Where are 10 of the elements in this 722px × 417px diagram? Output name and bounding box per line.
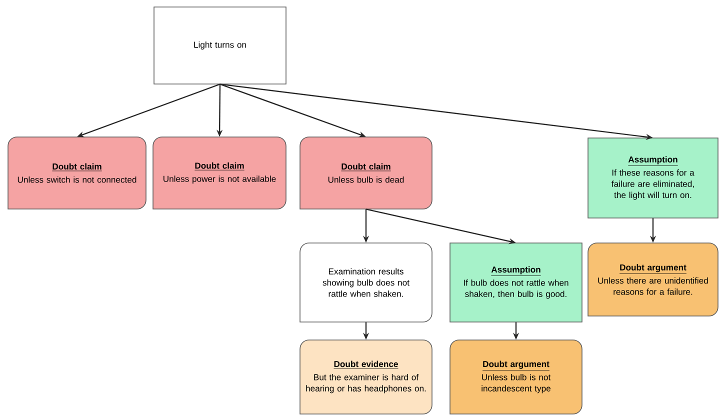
- claim-box: Doubt claim Unless bulb is dead: [300, 136, 432, 210]
- evidence-box: Examination results showing bulb does not rattle when shaken.: [300, 242, 432, 322]
- doubt-box: Doubt evidence But the examiner is hard of hearing or has headphones on.: [300, 340, 432, 414]
- assumption-box: Assumption If these reasons for a failure are eliminated, the light will turn on.: [588, 138, 718, 218]
- assumption-box: Assumption If bulb does not rattle when shaken, then bulb is good.: [450, 242, 582, 322]
- doubt-box: Doubt argument Unless there are unidentified reasons for a failure.: [588, 242, 718, 316]
- doubt-box: Doubt argument Unless bulb is not incandescent type: [450, 340, 582, 414]
- claim-box: Doubt claim Unless power is not available: [152, 136, 286, 210]
- claim-box: Doubt claim Unless switch is not connected: [8, 136, 146, 210]
- statement-box: Light turns on: [154, 6, 286, 84]
